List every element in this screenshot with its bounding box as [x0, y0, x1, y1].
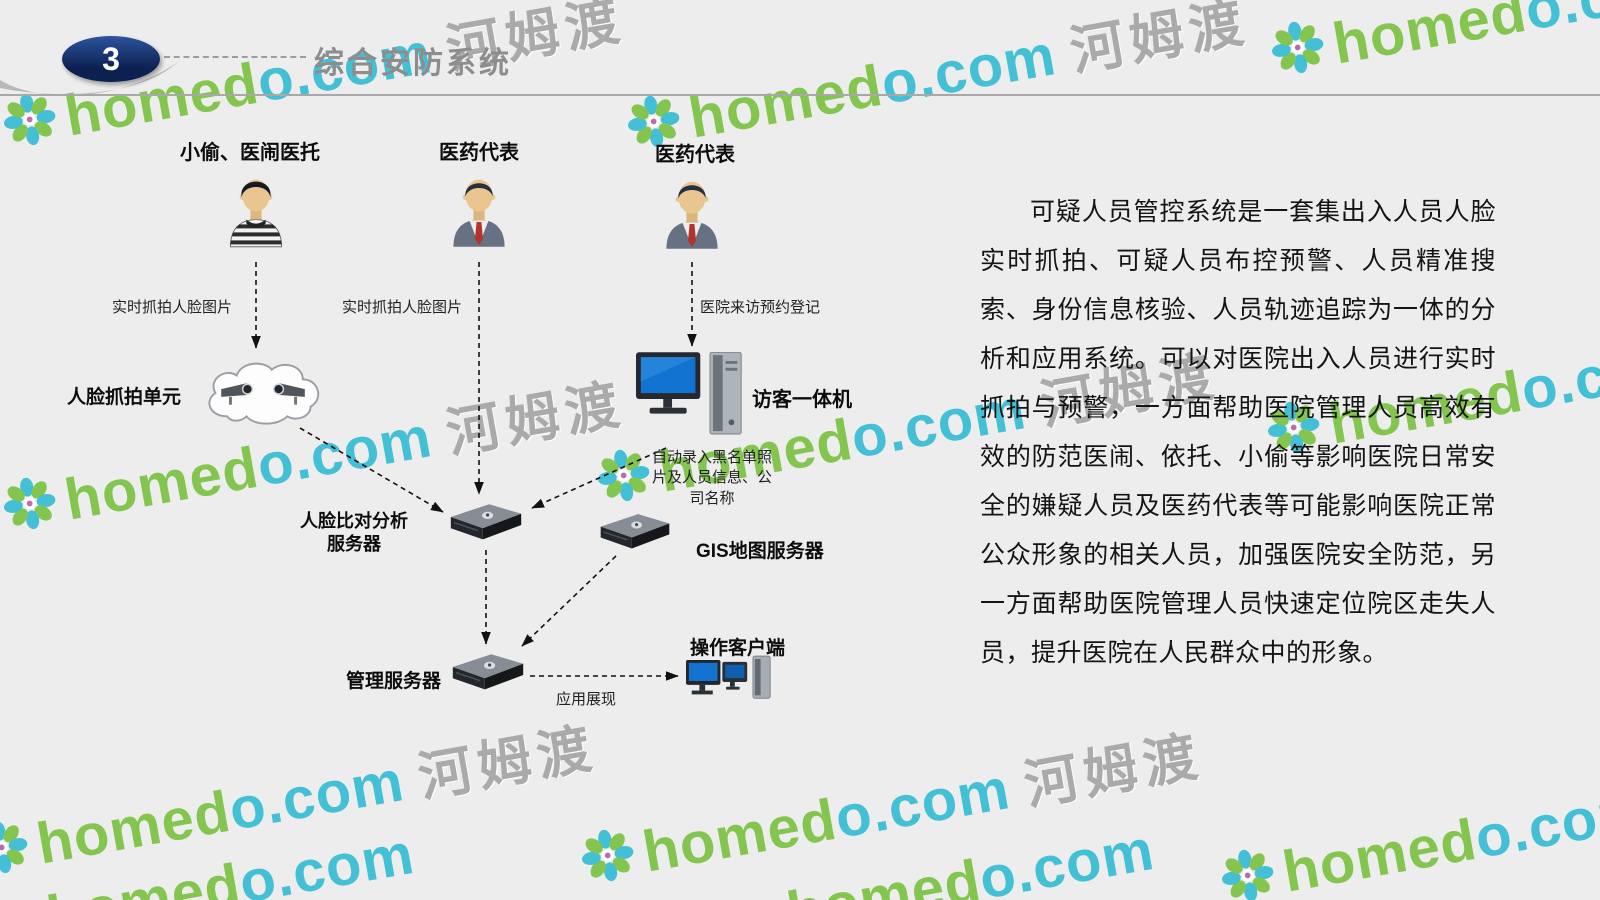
face-capture-unit-label: 人脸抓拍单元 [66, 387, 181, 408]
watermark: homedo.com河姆渡 [575, 711, 1208, 898]
operator-client-label: 操作客户端 [690, 638, 786, 659]
gis-server-label: GIS地图服务器 [696, 541, 824, 562]
header-divider [0, 94, 1600, 96]
edge-label-blacklist: 自动录入黑名单照 片及人员信息、公 司名称 [651, 449, 772, 507]
watermark: homedo.com河姆渡 [0, 0, 630, 162]
watermark-domain: o.com [1516, 328, 1600, 423]
watermark: homedo.com河姆渡 [1215, 731, 1600, 900]
actor-thief-label: 小偷、医闹医托 [180, 142, 320, 164]
page-number-badge: 3 [62, 36, 160, 82]
watermark-domain: o.com [1470, 776, 1600, 871]
server-icon [452, 654, 524, 690]
watermark-cn: 河姆渡 [413, 718, 602, 809]
cctv-camera-icon [221, 383, 254, 405]
watermark-cn: 河姆渡 [1065, 0, 1254, 83]
watermark-brand: homed [638, 786, 842, 885]
edge-label-app: 应用展现 [556, 691, 617, 708]
description-text: 可疑人员管控系统是一套集出入人员人脸实时抓拍、可疑人员布控预警、人员精准搜索、身… [980, 198, 1496, 667]
watermark: homedo.com河姆渡 [621, 0, 1254, 164]
slide-title: 综合安防系统 [314, 47, 512, 80]
watermark-domain: o.com [876, 22, 1061, 117]
watermark: homedo.com河姆渡 [0, 703, 602, 890]
client-workstation-icon [686, 655, 771, 699]
homedo-flower-icon [3, 477, 56, 529]
homedo-flower-icon [1267, 401, 1320, 453]
homedo-flower-icon [1221, 849, 1274, 900]
watermark-brand: homed [684, 52, 888, 151]
actor-rep2-label: 医药代表 [655, 144, 735, 166]
sales-rep-person-icon [453, 179, 505, 247]
thief-person-icon [229, 179, 283, 248]
edge-label-capture1: 实时抓拍人脸图片 [112, 299, 233, 316]
edge-label-visit: 医院来访预约登记 [700, 299, 821, 316]
watermark-cn: 河姆渡 [1019, 726, 1208, 817]
camera-cloud-icon [208, 362, 320, 425]
homedo-flower-icon [1271, 21, 1324, 73]
homedo-flower-icon [581, 829, 634, 881]
watermark-brand: homed [1278, 806, 1482, 900]
watermark-brand: homed [60, 434, 264, 533]
visitor-kiosk-label: 访客一体机 [752, 389, 852, 411]
watermark: homedo.com河姆渡 [0, 359, 630, 546]
edge-label-capture2: 实时抓拍人脸图片 [342, 299, 463, 316]
gis-server-icon [600, 514, 670, 549]
mgmt-server-label: 管理服务器 [346, 671, 442, 692]
visitor-kiosk-icon [636, 352, 742, 435]
watermark-domain: o.com [974, 817, 1159, 900]
watermark-domain: o.com [1520, 0, 1600, 43]
watermark: homedo.com河姆渡 [1261, 283, 1600, 470]
header-dashed-line [164, 56, 306, 58]
cctv-camera-icon [272, 383, 305, 405]
server-icon [450, 504, 522, 540]
actor-rep1-label: 医药代表 [439, 142, 519, 164]
sales-rep-person-icon [666, 181, 718, 249]
watermark-brand: homed [1328, 0, 1532, 77]
homedo-flower-icon [3, 93, 56, 145]
homedo-flower-icon [627, 95, 680, 147]
face-compare-server-label: 人脸比对分析 服务器 [300, 511, 408, 554]
homedo-flower-icon [0, 821, 28, 873]
watermark-domain: o.com [830, 756, 1015, 851]
watermark: homedo.com河姆渡 [1265, 0, 1600, 90]
